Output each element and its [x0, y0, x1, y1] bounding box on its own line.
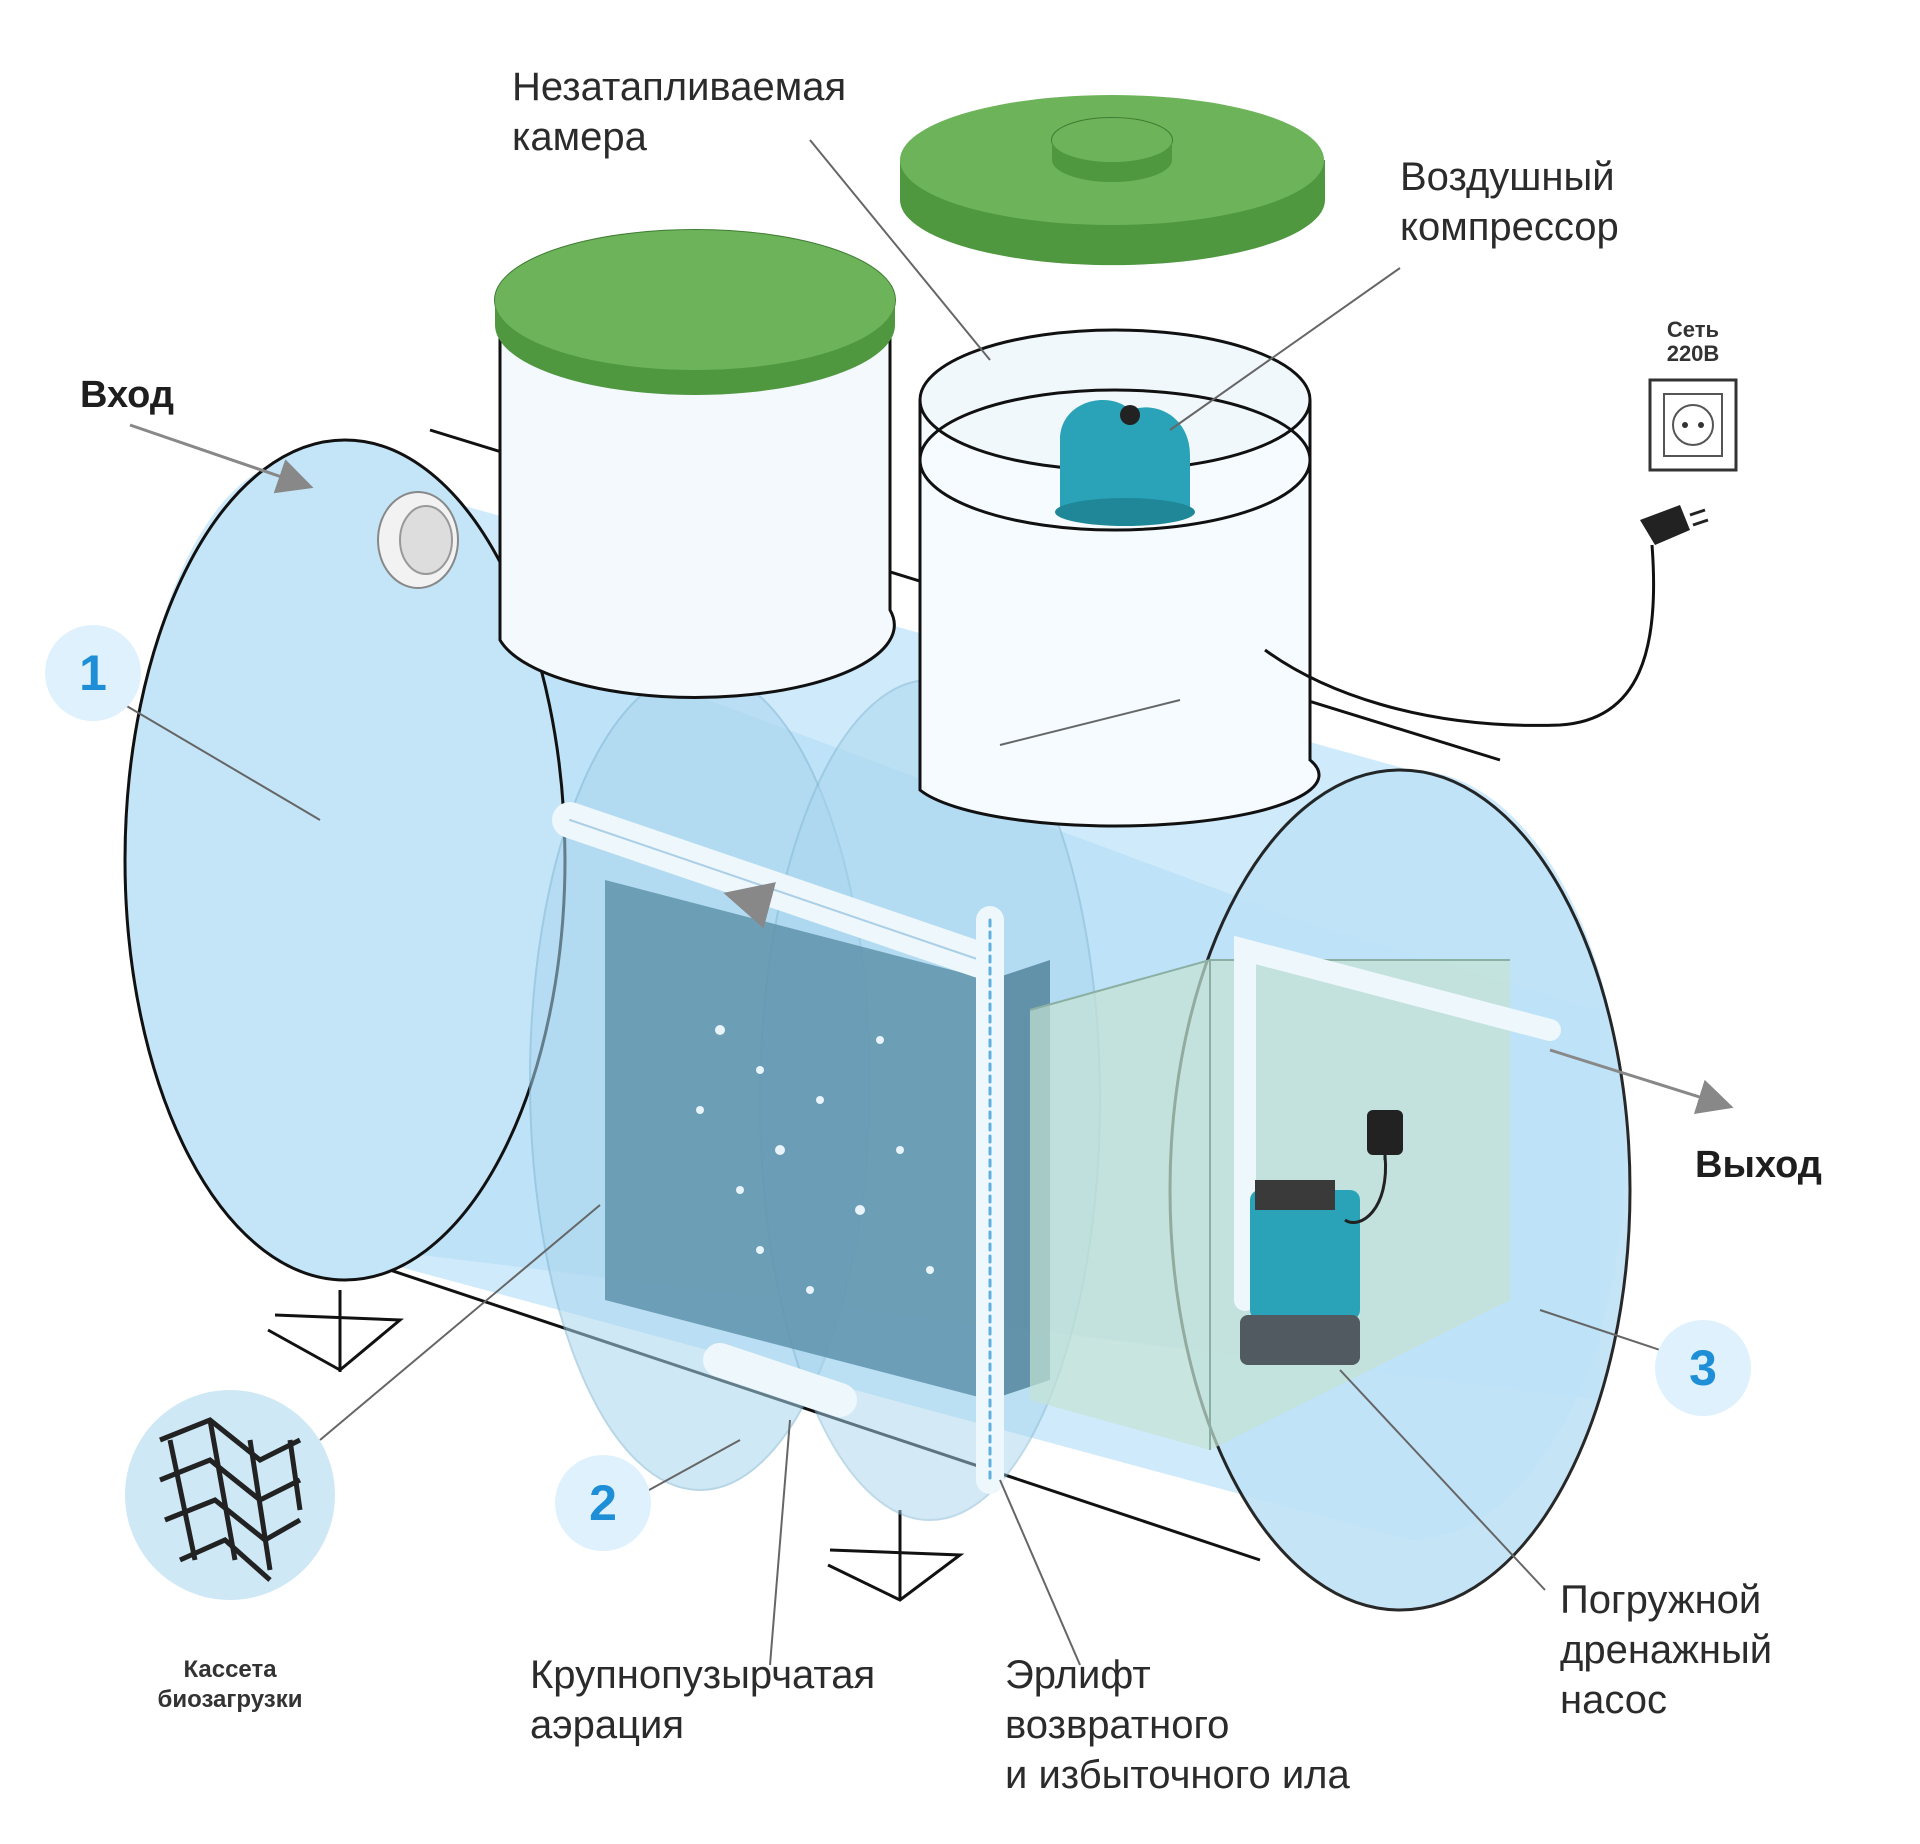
- label-airlift-line1: Эрлифт: [1005, 1653, 1151, 1697]
- power-socket: [1648, 378, 1738, 472]
- left-riser: [494, 229, 896, 699]
- outlet-arrow: [1549, 1048, 1734, 1115]
- label-aeration-line1: Крупнопузырчатая: [530, 1653, 876, 1697]
- power-cable: [1264, 544, 1656, 727]
- label-cassette-line1: Кассета: [183, 1656, 277, 1683]
- label-pump-line2: дренажный: [1560, 1628, 1773, 1672]
- label-chamber-line2: камера: [512, 115, 647, 159]
- label-pump-line3: насос: [1560, 1678, 1668, 1722]
- label-aeration: Крупнопузырчатая аэрация: [530, 1650, 875, 1750]
- inlet-port: [377, 491, 459, 589]
- label-power-line1: Сеть: [1666, 317, 1720, 342]
- label-airlift-line2: возвратного: [1005, 1703, 1230, 1747]
- label-airlift: Эрлифт возвратного и избыточного ила: [1005, 1650, 1350, 1800]
- submersible-pump: [1240, 1110, 1403, 1365]
- label-pump-line1: Погружной: [1560, 1578, 1762, 1622]
- label-cassette-line2: биозагрузки: [157, 1686, 303, 1713]
- leader-lines: [124, 139, 1691, 1666]
- label-cassette: Кассета биозагрузки: [120, 1655, 340, 1715]
- label-airlift-line3: и избыточного ила: [1005, 1753, 1350, 1797]
- label-outlet: Выход: [1695, 1144, 1822, 1186]
- label-compressor: Воздушный компрессор: [1400, 152, 1619, 252]
- badge-3: 3: [1655, 1320, 1751, 1416]
- label-chamber: Незатапливаемая камера: [512, 62, 846, 162]
- biofilm-cassette-detail: [125, 1390, 335, 1600]
- badge-1: 1: [45, 625, 141, 721]
- label-compressor-line1: Воздушный: [1400, 155, 1615, 199]
- tank-supports: [267, 1290, 965, 1602]
- label-power-line2: 220В: [1666, 341, 1720, 366]
- air-compressor: [1055, 400, 1195, 526]
- chamber-lid: [900, 95, 1325, 266]
- label-chamber-line1: Незатапливаемая: [512, 65, 847, 109]
- inlet-arrow: [129, 423, 314, 494]
- power-plug: [1640, 505, 1709, 545]
- badge-2: 2: [555, 1455, 651, 1551]
- label-pump: Погружной дренажный насос: [1560, 1575, 1772, 1725]
- label-aeration-line2: аэрация: [530, 1703, 685, 1747]
- service-chamber: [918, 328, 1321, 828]
- label-inlet: Вход: [80, 374, 174, 416]
- label-power: Сеть 220В: [1650, 318, 1736, 366]
- label-compressor-line2: компрессор: [1400, 205, 1619, 249]
